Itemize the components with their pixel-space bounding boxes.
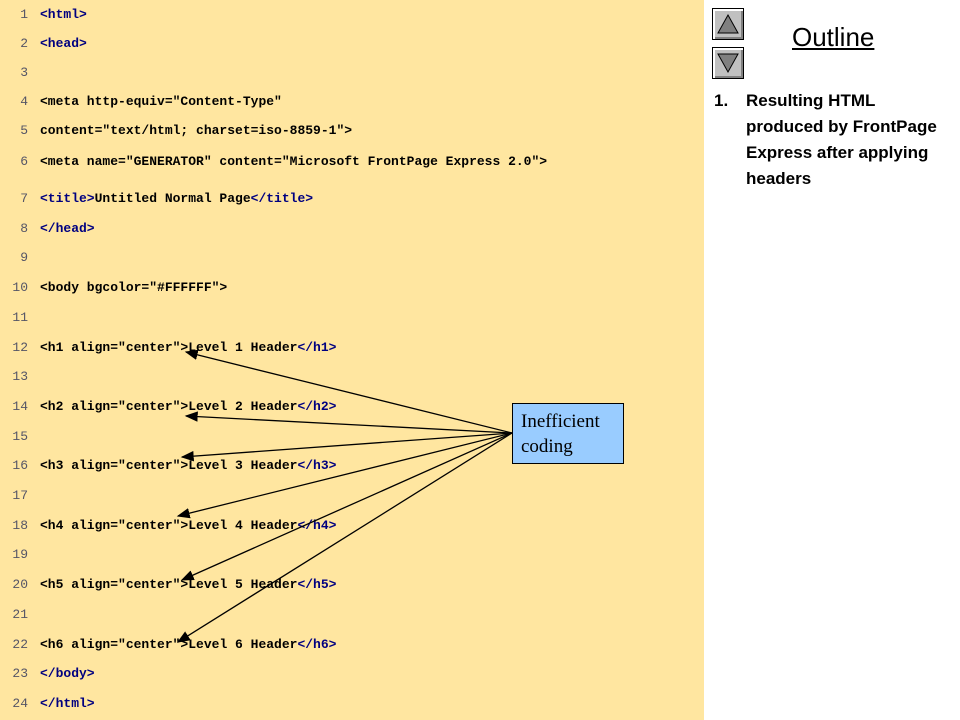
code-text: <h5 align="center">Level 5 Header</h5> <box>40 575 336 595</box>
code-token: "Content-Type" <box>172 94 282 109</box>
triangle-up-icon <box>717 13 739 34</box>
callout-arrow <box>184 411 513 434</box>
code-token: Level 3 Header <box>188 458 298 473</box>
line-number: 20 <box>12 577 28 592</box>
line-number: 6 <box>20 154 28 169</box>
line-number: 22 <box>12 637 28 652</box>
code-token: <meta name="GENERATOR" content="Microsof… <box>40 154 548 169</box>
line-number: 10 <box>12 280 28 295</box>
code-token: <h6 align="center"> <box>40 637 189 652</box>
line-number: 24 <box>12 696 28 711</box>
code-text: <title>Untitled Normal Page</title> <box>40 189 313 209</box>
code-text: <meta name="GENERATOR" content="Microsof… <box>40 152 547 172</box>
line-number: 3 <box>20 65 28 80</box>
line-number: 13 <box>12 369 28 384</box>
line-number: 15 <box>12 429 28 444</box>
code-text: <h6 align="center">Level 6 Header</h6> <box>40 635 336 655</box>
code-text: <html> <box>40 5 87 25</box>
line-number: 23 <box>12 666 28 681</box>
outline-item-text: Resulting HTML produced by FrontPage Exp… <box>746 91 937 188</box>
line-number: 19 <box>12 547 28 562</box>
code-text: <body bgcolor="#FFFFFF"> <box>40 278 227 298</box>
code-text: </html> <box>40 694 95 714</box>
line-number: 16 <box>12 458 28 473</box>
code-token: Level 2 Header <box>188 399 298 414</box>
code-tag: <head> <box>40 36 87 51</box>
outline-title: Outline <box>792 22 875 52</box>
callout-arrow <box>184 349 513 434</box>
code-token: <body bgcolor="#FFFFFF"> <box>40 280 228 295</box>
line-number: 4 <box>20 94 28 109</box>
callout-arrow <box>180 432 513 462</box>
callout-arrow <box>176 432 513 643</box>
line-number: 8 <box>20 221 28 236</box>
code-text: <meta http-equiv="Content-Type" <box>40 92 282 112</box>
line-number: 11 <box>12 310 28 325</box>
code-text: </head> <box>40 219 95 239</box>
code-token: <meta http-equiv= <box>40 94 173 109</box>
line-number: 9 <box>20 250 28 265</box>
code-text: </body> <box>40 664 95 684</box>
callout-box: Inefficient coding <box>512 403 624 464</box>
line-number: 2 <box>20 36 28 51</box>
code-token: <h5 align="center"> <box>40 577 189 592</box>
code-tag: </h5> <box>297 577 337 592</box>
code-token: <h1 align="center"> <box>40 340 189 355</box>
code-tag: </h4> <box>297 518 337 533</box>
triangle-down-icon <box>717 53 739 74</box>
code-token: Untitled Normal Page <box>94 191 251 206</box>
code-tag: <title> <box>40 191 95 206</box>
code-tag: </h2> <box>297 399 337 414</box>
callout-arrow <box>180 432 513 581</box>
code-token: <h4 align="center"> <box>40 518 189 533</box>
code-tag: </html> <box>40 696 95 711</box>
callout-arrow <box>176 432 513 519</box>
code-text: <h2 align="center">Level 2 Header</h2> <box>40 397 336 417</box>
code-tag: </head> <box>40 221 95 236</box>
code-token: content="text/html; charset=iso-8859-1"> <box>40 123 353 138</box>
line-number: 12 <box>12 340 28 355</box>
code-token: Level 6 Header <box>188 637 298 652</box>
line-number: 7 <box>20 191 28 206</box>
code-token: Level 4 Header <box>188 518 298 533</box>
line-number: 18 <box>12 518 28 533</box>
code-text: <h4 align="center">Level 4 Header</h4> <box>40 516 336 536</box>
line-number: 14 <box>12 399 28 414</box>
line-number: 21 <box>12 607 28 622</box>
code-token: Level 5 Header <box>188 577 298 592</box>
code-tag: </h6> <box>297 637 337 652</box>
code-tag: </title> <box>250 191 314 206</box>
code-text: <head> <box>40 34 87 54</box>
code-token: <h2 align="center"> <box>40 399 189 414</box>
code-tag: </body> <box>40 666 95 681</box>
code-listing-panel: 1 <html> 2 <head> 3 4 <meta http-equiv="Conten… <box>0 0 704 720</box>
outline-item-number: 1. <box>714 91 729 110</box>
next-slide-button[interactable] <box>712 47 744 79</box>
code-tag: </h3> <box>297 458 337 473</box>
line-number: 1 <box>20 7 28 22</box>
line-number: 17 <box>12 488 28 503</box>
code-text: <h3 align="center">Level 3 Header</h3> <box>40 456 336 476</box>
code-tag: </h1> <box>297 340 337 355</box>
previous-slide-button[interactable] <box>712 8 744 40</box>
code-token: <h3 align="center"> <box>40 458 189 473</box>
line-number: 5 <box>20 123 28 138</box>
code-tag: <html> <box>40 7 87 22</box>
code-text: content="text/html; charset=iso-8859-1"> <box>40 121 352 141</box>
